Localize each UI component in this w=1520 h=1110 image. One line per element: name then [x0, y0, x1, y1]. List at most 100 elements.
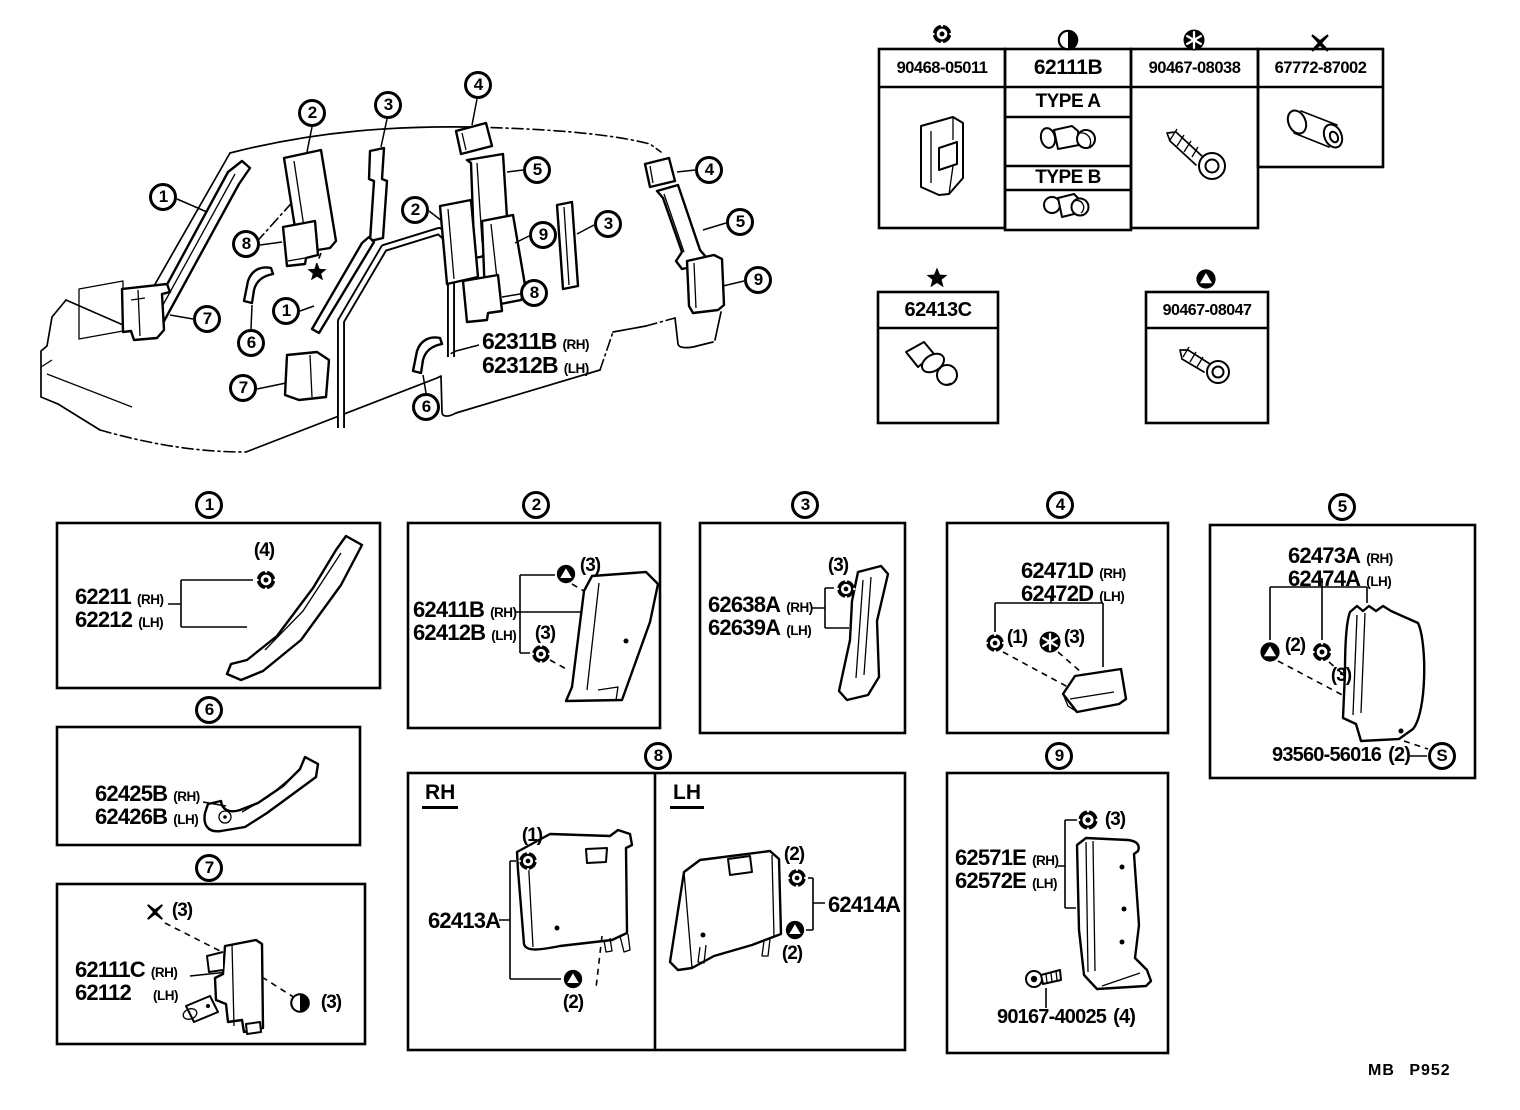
callout-1: 1: [149, 183, 177, 211]
fastener-qty: (4): [1113, 1006, 1136, 1028]
grommet-icon: [985, 633, 1006, 654]
legend-box-part-number: 90467-08047: [1162, 301, 1252, 319]
part-number: 62312B: [482, 352, 559, 378]
screw-symbol-icon: S: [1428, 742, 1456, 770]
part-label: 62414A: [828, 892, 901, 918]
part-label: 62471D (RH): [1021, 558, 1126, 584]
circle-triangle-icon: [556, 564, 577, 585]
side-label: (RH): [173, 789, 200, 804]
part-label: 62211 (RH): [75, 584, 164, 610]
part-number: 62638A: [708, 592, 781, 617]
side-label: (LH): [563, 361, 590, 376]
side-label: (LH): [1366, 574, 1392, 589]
panel-callout-8: 8: [644, 742, 672, 770]
part-label: 62426B (LH): [95, 804, 199, 830]
cross-icon: [1310, 33, 1331, 54]
circle-triangle-icon: [563, 969, 584, 990]
part-number: 90167-40025: [997, 1006, 1107, 1028]
fastener-qty: (3): [534, 623, 556, 644]
circle-triangle-icon: [1195, 268, 1217, 290]
fastener-qty: (3): [1063, 627, 1085, 648]
fastener-qty: (2): [781, 943, 803, 964]
part-number: 62211: [75, 584, 132, 609]
side-label: (RH): [562, 337, 590, 352]
callout-9: 9: [744, 266, 772, 294]
side-label: (RH): [136, 592, 164, 607]
fastener-qty: (3): [579, 555, 601, 576]
legend-table-borders: [876, 47, 1385, 425]
part-number: 62413A: [428, 908, 501, 933]
weatherstrip-part-label: 62312B (LH): [482, 352, 589, 379]
legend-part-number: 90467-08038: [1148, 58, 1241, 77]
panel-callout-4: 4: [1046, 491, 1074, 519]
part-number: 62212: [75, 607, 133, 632]
part-label: 62411B (RH): [413, 597, 517, 623]
panel-callout-5: 5: [1328, 493, 1356, 521]
part-label: 62639A (LH): [708, 615, 812, 641]
panel-callout-7: 7: [195, 854, 223, 882]
side-label: (LH): [1032, 876, 1058, 891]
callout-7: 7: [193, 305, 221, 333]
part-number: 62111C: [75, 957, 146, 982]
part-number: 62414A: [828, 892, 901, 917]
circle-triangle-icon: [785, 920, 806, 941]
legend-part-number: 67772-87002: [1274, 58, 1367, 77]
side-label: (LH): [152, 988, 179, 1003]
callout-8: 8: [520, 279, 548, 307]
screw-part-label: 93560-56016 (2): [1272, 744, 1411, 767]
callout-7: 7: [229, 374, 257, 402]
panel-callout-2: 2: [522, 491, 550, 519]
circle-triangle-icon: [1259, 641, 1281, 663]
callout-8: 8: [232, 230, 260, 258]
fastener-qty: (1): [1006, 627, 1028, 648]
callout-4: 4: [464, 71, 492, 99]
panel-9-drawing: [1025, 819, 1153, 1008]
fastener-qty: (3): [171, 900, 193, 921]
panel-7-drawing: [164, 922, 296, 1035]
part-number: 93560-56016: [1272, 744, 1382, 766]
circle-asterisk-icon: [1038, 630, 1062, 654]
panel-3-drawing: [812, 564, 890, 702]
side-label: (LH): [786, 623, 812, 638]
part-number: 62112: [75, 980, 132, 1005]
grommet-icon: [518, 851, 539, 872]
panel-callout-1: 1: [195, 491, 223, 519]
side-label: (LH): [491, 628, 517, 643]
callout-6: 6: [412, 393, 440, 421]
grommet-icon: [787, 868, 808, 889]
panel-borders: [55, 521, 1477, 1055]
grommet-icon: [531, 644, 552, 665]
grommet-icon: [931, 23, 953, 45]
part-number: 62473A: [1288, 543, 1361, 568]
callout-3: 3: [374, 91, 402, 119]
fastener-qty: (3): [1104, 809, 1126, 830]
callout-6: 6: [237, 329, 265, 357]
part-number: 62472D: [1021, 581, 1094, 606]
part-number: 62639A: [708, 615, 781, 640]
part-label: 62571E (RH): [955, 845, 1059, 871]
half-circle-icon: [290, 993, 311, 1014]
legend-box-part-number: 62413C: [904, 298, 972, 321]
screw-part-label: 90167-40025 (4): [997, 1006, 1136, 1029]
callout-2: 2: [298, 99, 326, 127]
callout-3: 3: [594, 210, 622, 238]
fastener-qty: (2): [562, 992, 584, 1013]
type-a-label: TYPE A: [1035, 91, 1101, 112]
panel-6-drawing: [202, 755, 320, 833]
callout-4: 4: [695, 156, 723, 184]
part-number: 62572E: [955, 868, 1027, 893]
panel-callout-6: 6: [195, 696, 223, 724]
part-label: 62472D (LH): [1021, 581, 1125, 607]
fastener-qty: (3): [320, 992, 342, 1013]
rh-heading: RH: [422, 781, 459, 809]
part-label: 62473A (RH): [1288, 543, 1393, 569]
side-label: (RH): [1099, 566, 1126, 581]
weatherstrip-part-label: 62311B (RH): [482, 328, 589, 355]
star-icon: [306, 261, 328, 283]
callout-9: 9: [529, 221, 557, 249]
fastener-qty: (2): [1388, 744, 1411, 766]
part-number: 62426B: [95, 804, 168, 829]
callout-5: 5: [523, 156, 551, 184]
